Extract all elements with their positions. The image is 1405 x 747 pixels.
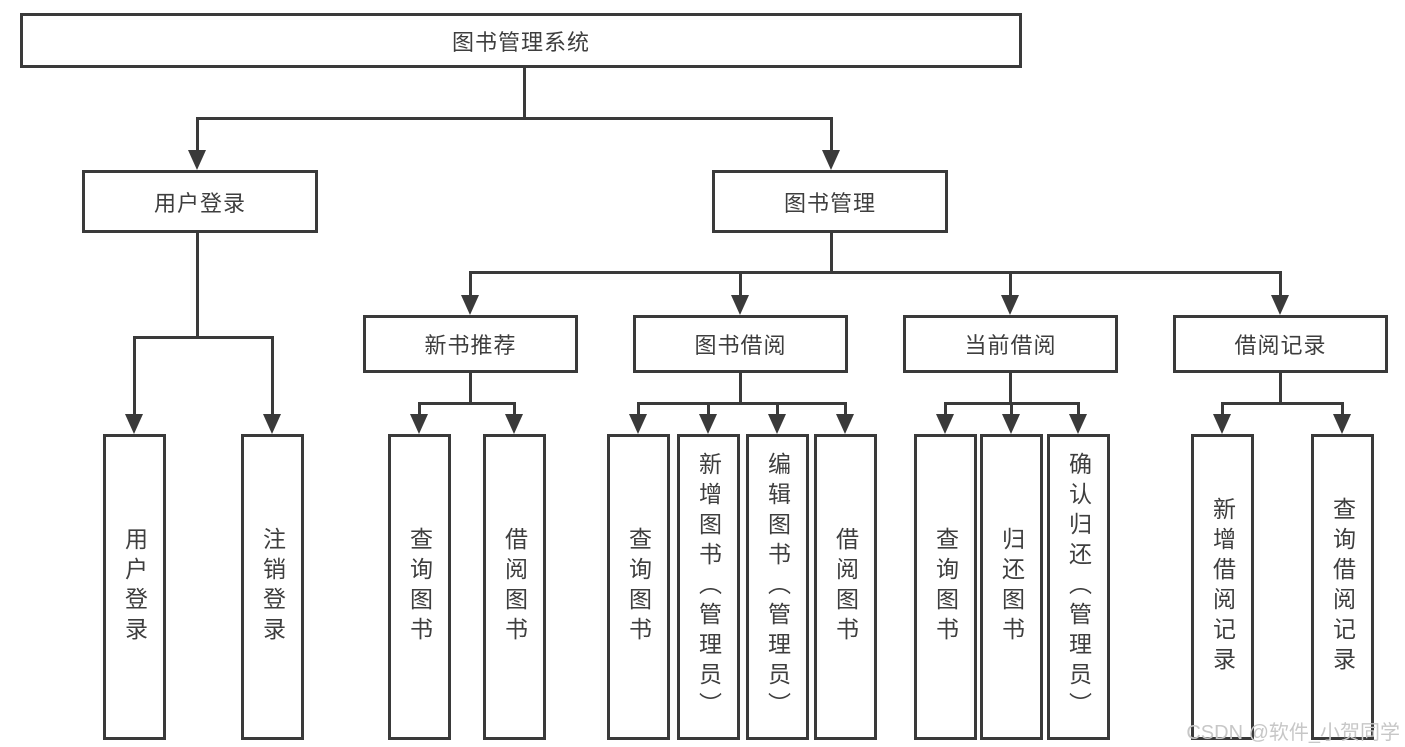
watermark: CSDN @软件_小贺同学 (1186, 722, 1400, 744)
node-borrow-records: 借阅记录 (1173, 315, 1388, 373)
arrow-down-icon (768, 414, 786, 434)
leaf-cb-query-books: 查询图书 (914, 434, 977, 740)
leaf-bb-query-books: 查询图书 (607, 434, 670, 740)
leaf-label: 新增图书（管理员） (695, 452, 722, 722)
arrow-down-icon (1333, 414, 1351, 434)
leaf-nb-borrow-books: 借阅图书 (483, 434, 546, 740)
leaf-cb-confirm-return-admin: 确认归还（管理员） (1047, 434, 1110, 740)
leaf-label: 新增借阅记录 (1209, 497, 1236, 677)
node-book-management: 图书管理 (712, 170, 948, 233)
connector-stem-leaf (1341, 405, 1344, 414)
connector-stem-leaf (844, 405, 847, 414)
arrow-down-icon (731, 295, 749, 315)
connector-stem-section (469, 274, 472, 295)
leaf-bb-add-books-admin: 新增图书（管理员） (677, 434, 740, 740)
connector-section-drop (739, 370, 742, 404)
leaf-label: 注销登录 (259, 527, 286, 647)
connector-root-drop (523, 67, 526, 120)
connector-section-drop (1009, 370, 1012, 404)
arrow-down-icon (1213, 414, 1231, 434)
connector-section-bus (1221, 402, 1344, 405)
connector-stem-section (1279, 274, 1282, 295)
leaf-br-query-record: 查询借阅记录 (1311, 434, 1374, 740)
arrow-down-icon (822, 150, 840, 170)
connector-level2-bus (469, 271, 1282, 274)
node-book-management-label: 图书管理 (783, 190, 876, 216)
arrow-down-icon (1002, 414, 1020, 434)
arrow-down-icon (1001, 295, 1019, 315)
leaf-br-add-record: 新增借阅记录 (1191, 434, 1254, 740)
leaf-label: 确认归还（管理员） (1065, 452, 1092, 722)
connector-stem-user-login (196, 120, 199, 150)
connector-stem-leaf (944, 405, 947, 414)
leaf-logout: 注销登录 (241, 434, 304, 740)
leaf-label: 查询图书 (932, 527, 959, 647)
connector-stem-section (739, 274, 742, 295)
connector-level1-bus (196, 117, 833, 120)
connector-stem-leaf (776, 405, 779, 414)
connector-section-drop (1279, 370, 1282, 404)
connector-stem-section (1009, 274, 1012, 295)
arrow-down-icon (699, 414, 717, 434)
arrow-down-icon (461, 295, 479, 315)
leaf-bb-edit-books-admin: 编辑图书（管理员） (746, 434, 809, 740)
connector-section-bus (944, 402, 1080, 405)
connector-stem-leaf (133, 339, 136, 414)
leaf-cb-return-books: 归还图书 (980, 434, 1043, 740)
connector-user-login-drop (196, 230, 199, 338)
node-user-login: 用户登录 (82, 170, 318, 233)
arrow-down-icon (836, 414, 854, 434)
connector-stem-leaf (1010, 405, 1013, 414)
connector-section-bus (418, 402, 516, 405)
arrow-down-icon (1271, 295, 1289, 315)
node-current-borrow-label: 当前借阅 (964, 333, 1057, 358)
arrow-down-icon (188, 150, 206, 170)
leaf-label: 查询图书 (406, 527, 433, 647)
arrow-down-icon (505, 414, 523, 434)
connector-stem-leaf (707, 405, 710, 414)
node-book-borrow: 图书借阅 (633, 315, 848, 373)
leaf-bb-borrow-books: 借阅图书 (814, 434, 877, 740)
connector-stem-leaf (1077, 405, 1080, 414)
leaf-label: 借阅图书 (832, 527, 859, 647)
leaf-user-login: 用户登录 (103, 434, 166, 740)
connector-stem-leaf (271, 339, 274, 414)
node-new-book-recommend-label: 新书推荐 (424, 333, 517, 358)
leaf-label: 查询借阅记录 (1329, 497, 1356, 677)
connector-stem-book-management (830, 120, 833, 150)
arrow-down-icon (125, 414, 143, 434)
connector-stem-leaf (513, 405, 516, 414)
connector-stem-leaf (418, 405, 421, 414)
leaf-label: 查询图书 (625, 527, 652, 647)
leaf-label: 编辑图书（管理员） (764, 452, 791, 722)
node-root-label: 图书管理系统 (451, 29, 590, 55)
connector-stem-leaf (1221, 405, 1224, 414)
arrow-down-icon (263, 414, 281, 434)
node-new-book-recommend: 新书推荐 (363, 315, 578, 373)
node-user-login-label: 用户登录 (153, 190, 246, 216)
leaf-label: 归还图书 (998, 527, 1025, 647)
arrow-down-icon (629, 414, 647, 434)
arrow-down-icon (410, 414, 428, 434)
connector-stem-leaf (637, 405, 640, 414)
connector-section-drop (469, 370, 472, 404)
arrow-down-icon (1069, 414, 1087, 434)
leaf-nb-query-books: 查询图书 (388, 434, 451, 740)
leaf-label: 用户登录 (121, 527, 148, 647)
connector-section-bus (637, 402, 847, 405)
connector-user-login-bus (133, 336, 274, 339)
connector-book-management-drop (830, 230, 833, 273)
node-root: 图书管理系统 (20, 13, 1022, 68)
node-current-borrow: 当前借阅 (903, 315, 1118, 373)
arrow-down-icon (936, 414, 954, 434)
node-book-borrow-label: 图书借阅 (694, 333, 787, 358)
node-borrow-records-label: 借阅记录 (1234, 333, 1327, 358)
leaf-label: 借阅图书 (501, 527, 528, 647)
